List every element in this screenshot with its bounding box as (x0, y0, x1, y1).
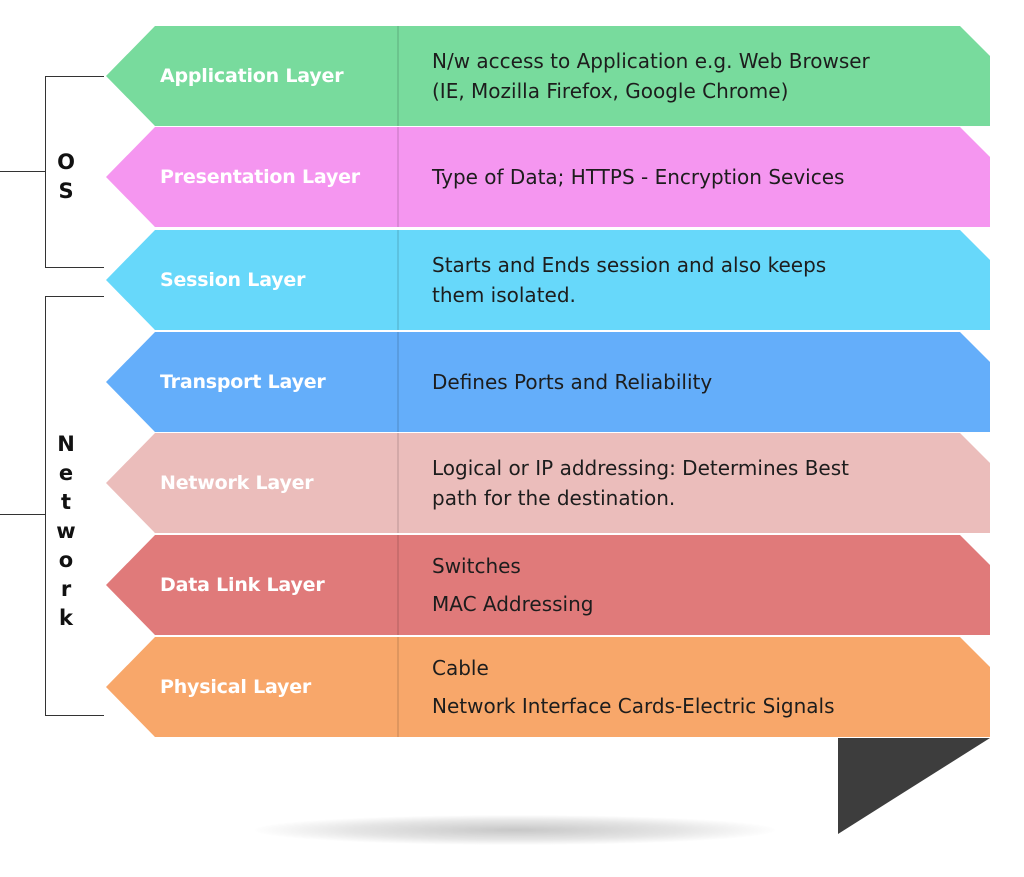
description-line: Defines Ports and Reliability (432, 370, 713, 394)
layer-name: Application Layer (160, 65, 344, 87)
column-divider (397, 433, 399, 533)
ground-shadow (255, 815, 775, 845)
description-line: Type of Data; HTTPS - Encryption Sevices (432, 165, 845, 189)
description-line: N/w access to Application e.g. Web Brows… (432, 49, 870, 73)
network-bracket-outer-tick (0, 514, 45, 515)
layer-name: Physical Layer (160, 676, 312, 698)
network-bracket (45, 296, 104, 716)
layer-description: Starts and Ends session and also keeps t… (432, 250, 972, 310)
network-letter: w (56, 519, 76, 543)
description-line: path for the destination. (432, 486, 676, 510)
network-letter: r (60, 577, 72, 601)
description-line: (IE, Mozilla Firefox, Google Chrome) (432, 79, 789, 103)
os-bracket-outer-tick (0, 171, 45, 172)
os-letter: O (57, 150, 75, 174)
network-letter: k (59, 606, 73, 630)
layer-description: Defines Ports and Reliability (432, 367, 972, 397)
ribbon-fold (838, 738, 990, 834)
description-line: Starts and Ends session and also keeps (432, 253, 827, 277)
layer-description: Logical or IP addressing: Determines Bes… (432, 453, 972, 513)
description-line: MAC Addressing (432, 592, 594, 616)
layer-presentation: Presentation Layer Type of Data; HTTPS -… (106, 127, 990, 227)
layer-name: Session Layer (160, 269, 306, 291)
column-divider (397, 26, 399, 126)
layer-application: Application Layer N/w access to Applicat… (106, 26, 990, 126)
layer-name: Transport Layer (160, 371, 326, 393)
network-letter: o (58, 548, 74, 572)
network-letter: t (60, 490, 72, 514)
column-divider (397, 332, 399, 432)
description-line: Logical or IP addressing: Determines Bes… (432, 456, 849, 480)
column-divider (397, 637, 399, 737)
network-group-label: N e t w o r k (51, 430, 81, 633)
layer-network: Network Layer Logical or IP addressing: … (106, 433, 990, 533)
column-divider (397, 127, 399, 227)
layer-description: Switches MAC Addressing (432, 551, 972, 619)
layer-data-link: Data Link Layer Switches MAC Addressing (106, 535, 990, 635)
os-group-label: O S (51, 148, 81, 206)
network-letter: e (58, 461, 74, 485)
layer-name: Data Link Layer (160, 574, 325, 596)
layer-description: N/w access to Application e.g. Web Brows… (432, 46, 972, 106)
layer-name: Presentation Layer (160, 166, 360, 188)
os-letter: S (58, 179, 74, 203)
column-divider (397, 230, 399, 330)
layer-description: Type of Data; HTTPS - Encryption Sevices (432, 162, 972, 192)
description-line: them isolated. (432, 283, 576, 307)
layer-session: Session Layer Starts and Ends session an… (106, 230, 990, 330)
description-line: Switches (432, 554, 521, 578)
layer-transport: Transport Layer Defines Ports and Reliab… (106, 332, 990, 432)
description-line: Cable (432, 656, 489, 680)
layer-description: Cable Network Interface Cards-Electric S… (432, 653, 972, 721)
description-line: Network Interface Cards-Electric Signals (432, 694, 835, 718)
layer-physical: Physical Layer Cable Network Interface C… (106, 637, 990, 737)
os-bracket (45, 76, 104, 268)
column-divider (397, 535, 399, 635)
layer-name: Network Layer (160, 472, 314, 494)
network-letter: N (57, 432, 75, 456)
